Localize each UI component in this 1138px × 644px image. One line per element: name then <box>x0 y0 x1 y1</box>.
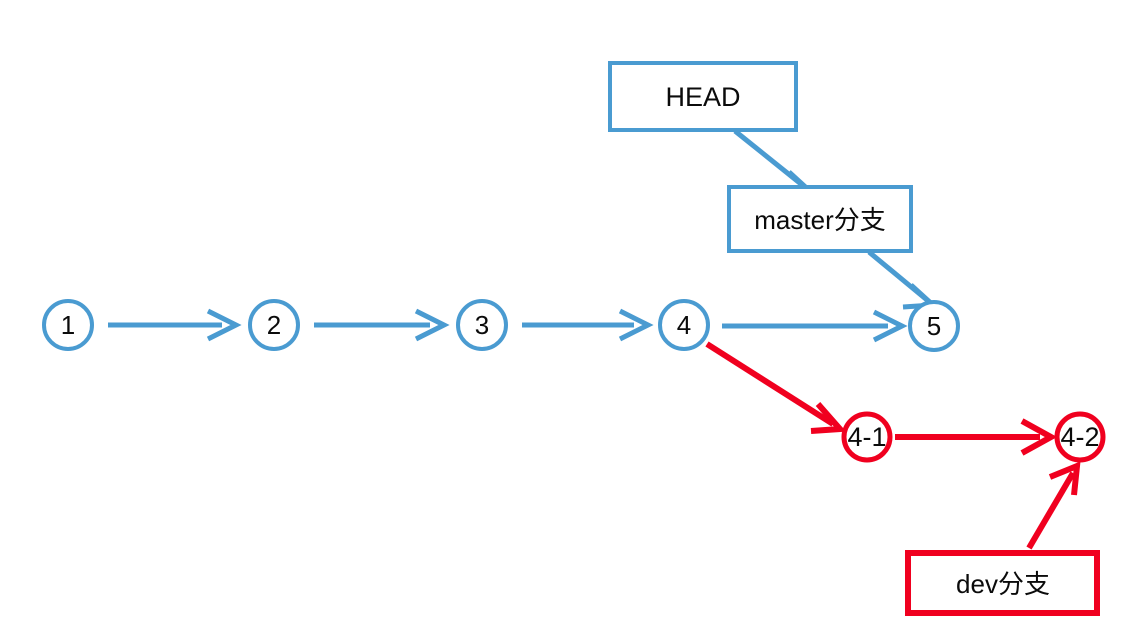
commit-node-4-2[interactable]: 4-2 <box>1054 411 1106 463</box>
commit-node-3-label: 3 <box>475 310 489 340</box>
commit-node-2-label: 2 <box>267 310 281 340</box>
commit-node-5[interactable]: 5 <box>908 300 960 352</box>
arrow-commit1-to-commit2 <box>108 308 242 342</box>
arrow-commit3-to-commit4 <box>522 308 654 342</box>
commit-node-4-1[interactable]: 4-1 <box>841 411 893 463</box>
commit-node-5-label: 5 <box>927 311 941 341</box>
arrow-commit2-to-commit3 <box>314 308 450 342</box>
commit-node-1-label: 1 <box>61 310 75 340</box>
commit-node-4[interactable]: 4 <box>658 299 710 351</box>
arrow-commit4-to-commit5 <box>722 309 908 343</box>
arrow-master-to-commit5 <box>867 250 940 310</box>
commit-node-3[interactable]: 3 <box>456 299 508 351</box>
commit-node-1[interactable]: 1 <box>42 299 94 351</box>
master-arrows <box>108 308 908 343</box>
head-box[interactable]: HEAD <box>608 61 798 132</box>
commit-node-4-1-label: 4-1 <box>847 422 886 452</box>
head-box-label: HEAD <box>665 82 740 112</box>
arrow-dev41-to-dev42 <box>895 418 1058 456</box>
arrow-commit4-to-dev41 <box>705 341 847 434</box>
commit-node-2[interactable]: 2 <box>248 299 300 351</box>
master-branch-box-label: master分支 <box>754 205 885 235</box>
master-branch-box[interactable]: master分支 <box>727 185 913 253</box>
dev-branch-box[interactable]: dev分支 <box>905 550 1100 616</box>
arrow-dev-to-dev42 <box>1026 461 1081 550</box>
dev-branch-box-label: dev分支 <box>956 569 1050 599</box>
dev-arrows <box>705 341 1081 550</box>
commit-node-4-label: 4 <box>677 310 691 340</box>
commit-node-4-2-label: 4-2 <box>1060 422 1099 452</box>
